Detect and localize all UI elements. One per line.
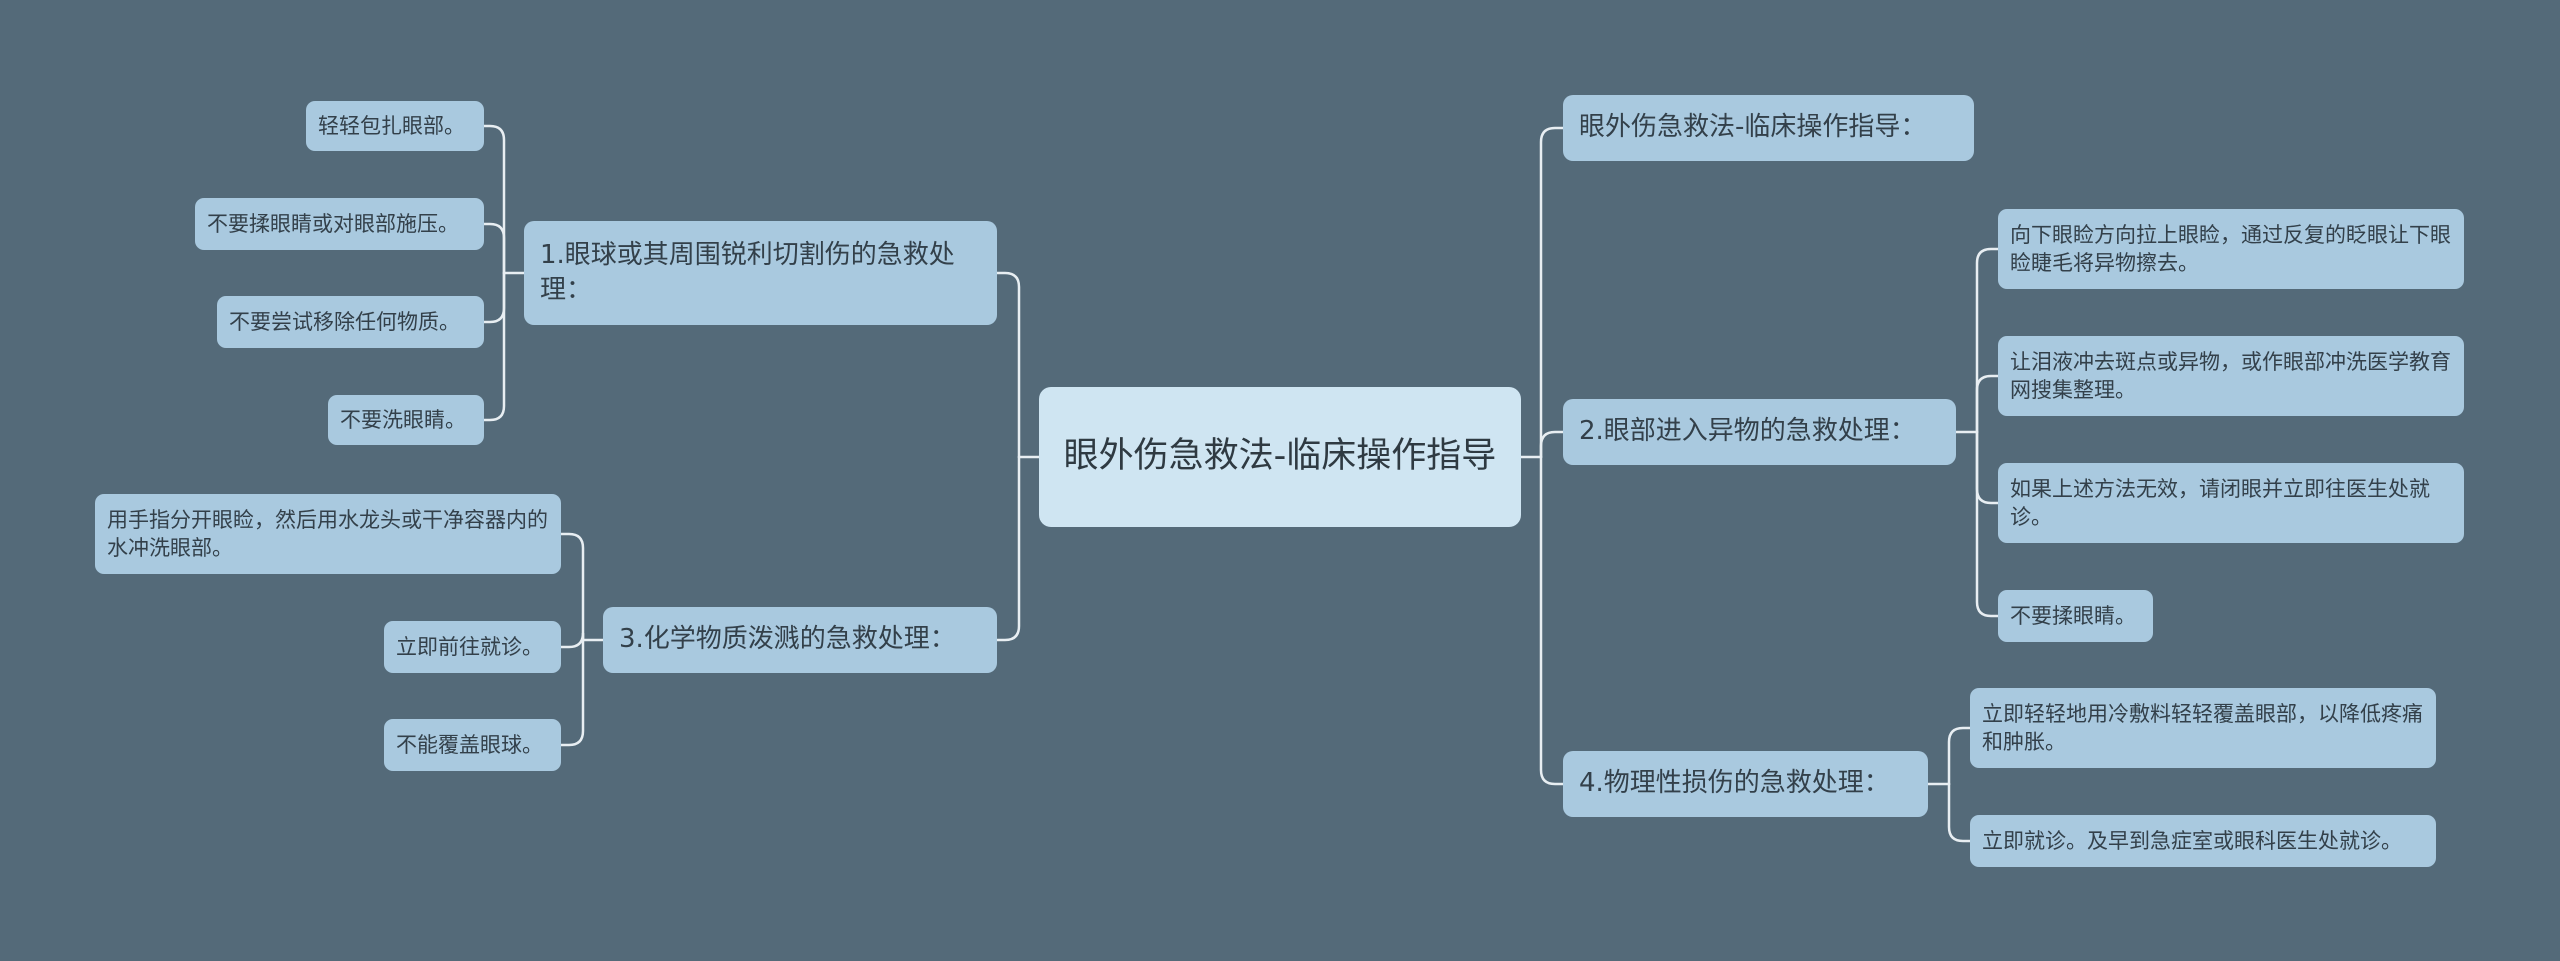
connector-line [995,271,1021,459]
connector-line [1947,782,1972,843]
connector-line [1975,247,2000,434]
connector-line [1975,374,2000,434]
connector-line [559,532,585,642]
leaf-label: 如果上述方法无效，请闭眼并立即往医生处就诊。 [2010,476,2430,529]
connector-line [1539,455,1565,786]
leaf-label: 立即前往就诊。 [396,634,543,659]
leaf-label: 立即就诊。及早到急症室或眼科医生处就诊。 [1982,828,2402,853]
connector-line [995,455,1021,642]
leaf-label: 用手指分开眼睑，然后用水龙头或干净容器内的水冲洗眼部。 [107,507,548,560]
leaf-node[interactable]: 让泪液冲去斑点或异物，或作眼部冲洗医学教育 网搜集整理。 [1998,336,2464,416]
connector-line [482,271,506,324]
leaf-node[interactable]: 如果上述方法无效，请闭眼并立即往医生处就诊。 [1998,463,2464,543]
connector-line [1975,430,2000,505]
leaf-node[interactable]: 不要揉眼睛或对眼部施压。 [195,198,484,250]
leaf-label: 不要尝试移除任何物质。 [229,309,460,334]
root-node[interactable]: 眼外伤急救法-临床操作指导 [1039,387,1521,527]
leaf-node[interactable]: 不要洗眼睛。 [328,395,484,445]
leaf-node[interactable]: 不能覆盖眼球。 [384,719,561,771]
branch-label: 1.眼球或其周围锐利切割伤的急救处理： [540,239,955,305]
connector-line [559,638,585,747]
branch-label: 眼外伤急救法-临床操作指导： [1579,112,1927,143]
leaf-label: 轻轻包扎眼部。 [318,113,465,138]
leaf-label: 向下眼睑方向拉上眼睑，通过反复的眨眼让下眼睑睫毛将异物擦去。 [2010,222,2451,275]
branch-label: 3.化学物质泼溅的急救处理： [619,624,956,655]
leaf-node[interactable]: 轻轻包扎眼部。 [306,101,484,151]
leaf-node[interactable]: 立即前往就诊。 [384,621,561,673]
connector-line [482,222,506,275]
leaf-label: 不要洗眼睛。 [340,407,466,432]
branch-label: 2.眼部进入异物的急救处理： [1579,416,1916,447]
connector-line [1947,726,1972,786]
connector-line [1539,430,1565,459]
leaf-node[interactable]: 立即就诊。及早到急症室或眼科医生处就诊。 [1970,815,2436,867]
branch-chemical-splash-node[interactable]: 3.化学物质泼溅的急救处理： [603,607,997,673]
connector-line [482,124,506,275]
leaf-label: 不要揉眼睛或对眼部施压。 [207,211,459,236]
leaf-label: 立即轻轻地用冷敷料轻轻覆盖眼部，以降低疼痛和肿胀。 [1982,701,2423,754]
leaf-label: 不要揉眼睛。 [2010,603,2136,628]
leaf-node[interactable]: 用手指分开眼睑，然后用水龙头或干净容器内的水冲洗眼部。 [95,494,561,574]
leaf-node[interactable]: 不要揉眼睛。 [1998,590,2153,642]
leaf-label: 不能覆盖眼球。 [396,732,543,757]
branch-sharp-cut-node[interactable]: 1.眼球或其周围锐利切割伤的急救处理： [524,221,997,325]
branch-physical-injury-node[interactable]: 4.物理性损伤的急救处理： [1563,751,1928,817]
branch-foreign-body-node[interactable]: 2.眼部进入异物的急救处理： [1563,399,1956,465]
branch-title-node[interactable]: 眼外伤急救法-临床操作指导： [1563,95,1974,161]
root-label: 眼外伤急救法-临床操作指导 [1063,436,1497,477]
connector-line [559,632,585,649]
leaf-node[interactable]: 向下眼睑方向拉上眼睑，通过反复的眨眼让下眼睑睫毛将异物擦去。 [1998,209,2464,289]
branch-label: 4.物理性损伤的急救处理： [1579,768,1890,799]
leaf-node[interactable]: 立即轻轻地用冷敷料轻轻覆盖眼部，以降低疼痛和肿胀。 [1970,688,2436,768]
connector-line [1975,430,2000,618]
leaf-node[interactable]: 不要尝试移除任何物质。 [217,296,484,348]
connector-line [482,271,506,422]
leaf-label: 让泪液冲去斑点或异物，或作眼部冲洗医学教育 网搜集整理。 [2010,349,2451,402]
connector-line [1539,126,1565,459]
